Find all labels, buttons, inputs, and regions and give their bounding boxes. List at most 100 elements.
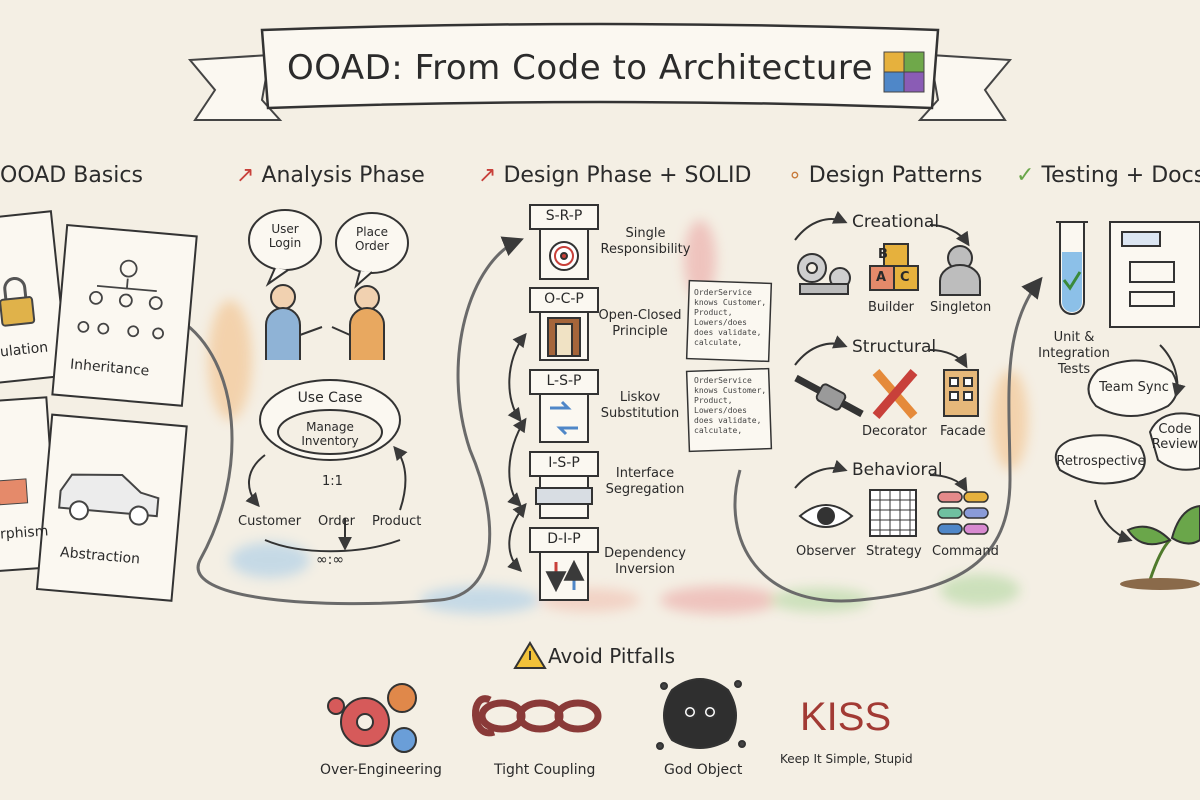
inheritance-card xyxy=(51,223,198,407)
isp-label: Interface Segregation xyxy=(605,466,685,497)
heading-testing: ✓ Testing + Docs xyxy=(1016,163,1200,188)
pitfall-tight-coupling: Tight Coupling xyxy=(494,762,596,778)
kiss-title: KISS xyxy=(800,695,892,739)
over-engineering-gears-icon xyxy=(327,683,417,753)
cable-icon xyxy=(794,374,864,418)
pillar-ocp xyxy=(529,287,599,361)
lock-icon xyxy=(0,277,36,327)
ocp-label: Open-Closed Principle xyxy=(598,308,682,339)
relation-many-to-many: ∞:∞ xyxy=(316,552,345,568)
arrow-icon: ↗ xyxy=(478,163,497,188)
page-title: OOAD: From Code to Architecture xyxy=(286,48,874,88)
lsp-label: Liskov Substitution xyxy=(600,390,680,421)
target-icon xyxy=(549,241,579,271)
pillar-srp xyxy=(529,204,599,280)
user-figure-icon xyxy=(265,284,323,360)
strategy-grid-icon xyxy=(869,489,917,537)
car-icon xyxy=(58,473,160,526)
use-case-title: Use Case xyxy=(297,390,363,406)
pillar-dip xyxy=(529,527,599,601)
ocp-code: O-C-P xyxy=(544,291,584,307)
heading-testing-text: Testing + Docs xyxy=(1041,163,1200,188)
arrow-icon: ↗ xyxy=(236,163,255,188)
group-behavioral: Behavioral xyxy=(852,460,943,480)
pattern-singleton: Singleton xyxy=(930,300,992,315)
pattern-observer: Observer xyxy=(796,544,856,559)
pillar-lsp xyxy=(529,369,599,443)
command-pills-icon xyxy=(937,491,989,535)
heading-patterns: ∘ Design Patterns xyxy=(788,163,982,188)
pitfall-over-engineering: Over-Engineering xyxy=(320,762,442,778)
builder-block-b: B xyxy=(878,247,888,262)
singleton-icon xyxy=(939,245,981,296)
flow-path xyxy=(179,236,524,606)
testing-graphics xyxy=(1054,221,1200,590)
pattern-graphics xyxy=(794,210,989,537)
card-polymorphism-label: rphism xyxy=(0,523,49,543)
bubble-team-sync: Team Sync xyxy=(1099,380,1169,395)
code-note-2: OrderService knows Customer, Product, Lo… xyxy=(694,376,767,435)
puzzle-icon xyxy=(883,51,925,93)
relation-one-to-one: 1:1 xyxy=(322,474,343,489)
dip-label: Dependency Inversion xyxy=(604,546,686,577)
link-icon: ∘ xyxy=(788,163,802,188)
title-banner xyxy=(187,22,1013,121)
kiss-subtitle: Keep It Simple, Stupid xyxy=(780,752,913,766)
seedling-icon xyxy=(1120,504,1200,590)
srp-code: S-R-P xyxy=(545,208,583,224)
builder-blocks-icon xyxy=(869,243,919,291)
heading-analysis-text: Analysis Phase xyxy=(261,163,425,188)
pattern-builder: Builder xyxy=(868,300,914,315)
flow-path-2 xyxy=(733,276,1043,603)
dip-code: D-I-P xyxy=(547,531,581,547)
entity-customer: Customer xyxy=(238,514,302,529)
gears-icon xyxy=(797,253,851,295)
decorator-icon xyxy=(872,369,918,419)
builder-block-c: C xyxy=(900,270,910,285)
isp-code: I-S-P xyxy=(548,455,580,471)
bubble-place-order: Place Order xyxy=(354,225,390,253)
god-object-icon xyxy=(656,678,746,750)
encapsulation-card xyxy=(0,210,70,385)
bubble-user-login: User Login xyxy=(268,222,302,250)
lsp-code: L-S-P xyxy=(546,373,582,389)
srp-label: Single Responsibility xyxy=(600,226,691,257)
warning-icon xyxy=(513,641,547,669)
heading-pitfalls: Avoid Pitfalls xyxy=(548,644,676,668)
solid-pillars xyxy=(507,204,773,601)
pillar-isp xyxy=(529,451,599,519)
code-note-1: OrderService knows Customer, Product, Lo… xyxy=(694,288,767,347)
heading-design: ↗ Design Phase + SOLID xyxy=(478,163,751,188)
entity-product: Product xyxy=(372,514,422,529)
test-tube-icon xyxy=(1056,221,1088,315)
heading-basics: OOAD Basics xyxy=(0,163,143,188)
pitfall-graphics xyxy=(327,641,746,753)
pen-icon: ✓ xyxy=(1016,163,1035,188)
heading-design-text: Design Phase + SOLID xyxy=(503,163,752,188)
hierarchy-icon xyxy=(77,259,165,340)
bubble-code-review: Code Review xyxy=(1151,422,1199,452)
pattern-command: Command xyxy=(932,544,999,559)
door-icon xyxy=(547,317,581,357)
unit-integration-tests: Unit & Integration Tests xyxy=(1038,330,1110,377)
pattern-decorator: Decorator xyxy=(862,424,927,439)
facade-icon xyxy=(943,369,979,417)
entity-order: Order xyxy=(318,514,355,529)
eye-icon xyxy=(798,504,854,528)
group-creational: Creational xyxy=(852,212,940,232)
abstraction-card xyxy=(35,413,188,602)
chain-icon xyxy=(472,695,602,737)
analysis-graphics xyxy=(245,209,409,553)
bubble-retrospective: Retrospective xyxy=(1056,454,1146,469)
pattern-strategy: Strategy xyxy=(866,544,922,559)
pattern-facade: Facade xyxy=(940,424,986,439)
heading-analysis: ↗ Analysis Phase xyxy=(236,163,425,188)
customer-figure-icon xyxy=(331,285,385,360)
group-structural: Structural xyxy=(852,337,937,357)
pitfall-god-object: God Object xyxy=(664,762,743,778)
use-case-item: Manage Inventory xyxy=(301,420,359,448)
basics-cards xyxy=(0,210,198,602)
builder-block-a: A xyxy=(876,270,887,285)
heading-patterns-text: Design Patterns xyxy=(808,163,983,188)
